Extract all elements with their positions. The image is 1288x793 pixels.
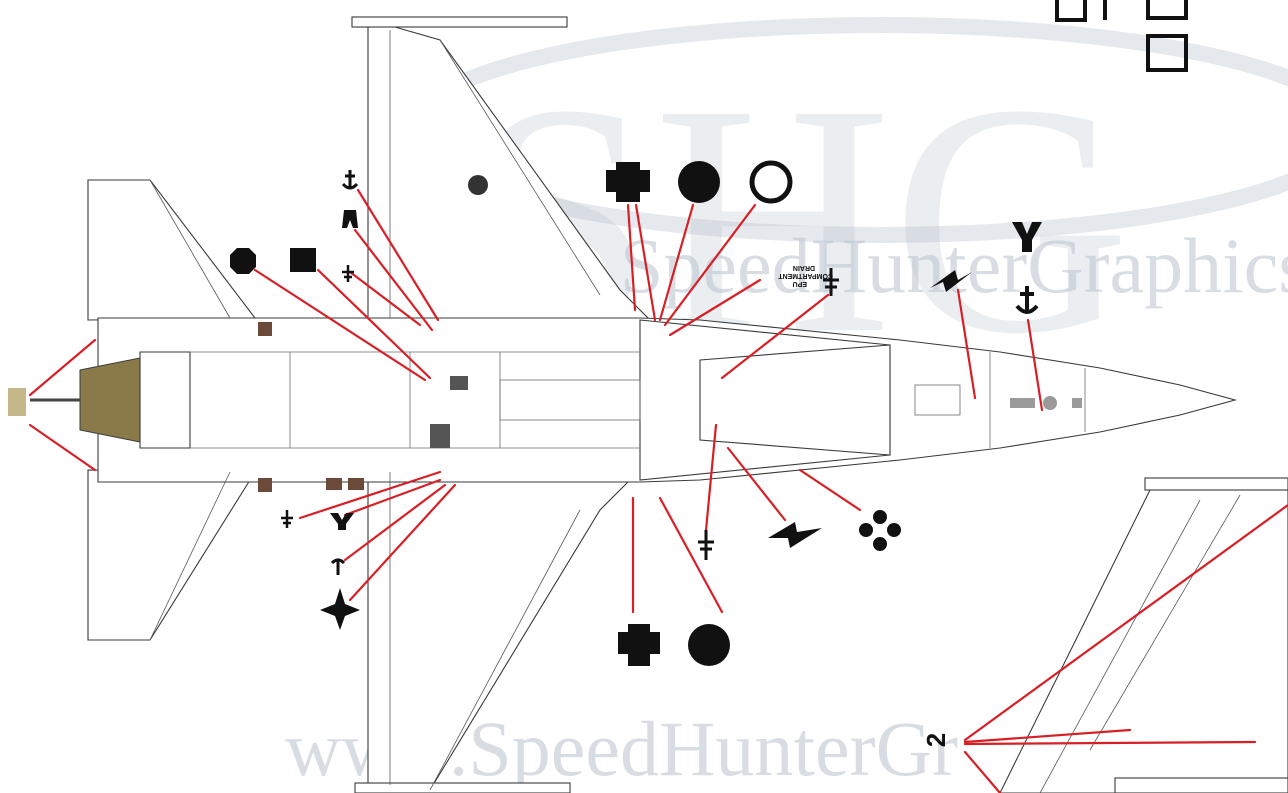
lower-stabilizer bbox=[87, 469, 256, 641]
stencil-line-2: COMPARTMENT bbox=[778, 272, 833, 279]
epu-stencil: EPU COMPARTMENT DRAIN bbox=[778, 264, 833, 287]
servicing-filled-circle-symbol bbox=[678, 161, 720, 203]
anchor-symbol-lower bbox=[330, 558, 346, 575]
lightning-symbol-lower bbox=[768, 522, 822, 548]
servicing-cross-symbol bbox=[606, 162, 650, 202]
ground-symbol-2 bbox=[823, 268, 839, 296]
engine-nozzle bbox=[79, 357, 141, 443]
lightning-symbol bbox=[930, 270, 972, 292]
stencil-line-3: DRAIN bbox=[793, 264, 815, 271]
servicing-symbols bbox=[230, 160, 1042, 666]
four-dot-symbol bbox=[859, 510, 901, 551]
servicing-square-symbol bbox=[290, 248, 316, 272]
hydraulic-symbol bbox=[342, 210, 358, 228]
y-symbol bbox=[1012, 222, 1042, 252]
leader-lines bbox=[28, 188, 1288, 793]
anchor-symbol-right bbox=[1015, 286, 1039, 314]
servicing-octagon-symbol bbox=[230, 248, 256, 274]
servicing-open-circle-symbol bbox=[749, 160, 793, 204]
star-point-symbol bbox=[320, 588, 360, 630]
ground-symbol bbox=[342, 265, 354, 282]
ground-symbol-4 bbox=[281, 510, 293, 528]
corner-squares bbox=[1055, 0, 1188, 72]
watermark-upper-text: SpeedHunterGraphics. bbox=[620, 222, 1288, 309]
servicing-filled-circle-symbol-lower bbox=[688, 624, 730, 666]
y-symbol-lower bbox=[330, 513, 354, 530]
ground-symbol-3 bbox=[698, 530, 714, 560]
stencil-line-1: EPU bbox=[793, 280, 807, 287]
servicing-cross-symbol-lower bbox=[618, 624, 660, 666]
callout-number: 2 bbox=[921, 733, 951, 747]
anchor-symbol bbox=[341, 170, 359, 190]
upper-stabilizer bbox=[87, 179, 257, 321]
aircraft-secondary bbox=[999, 477, 1288, 793]
aircraft-main bbox=[8, 16, 1238, 793]
